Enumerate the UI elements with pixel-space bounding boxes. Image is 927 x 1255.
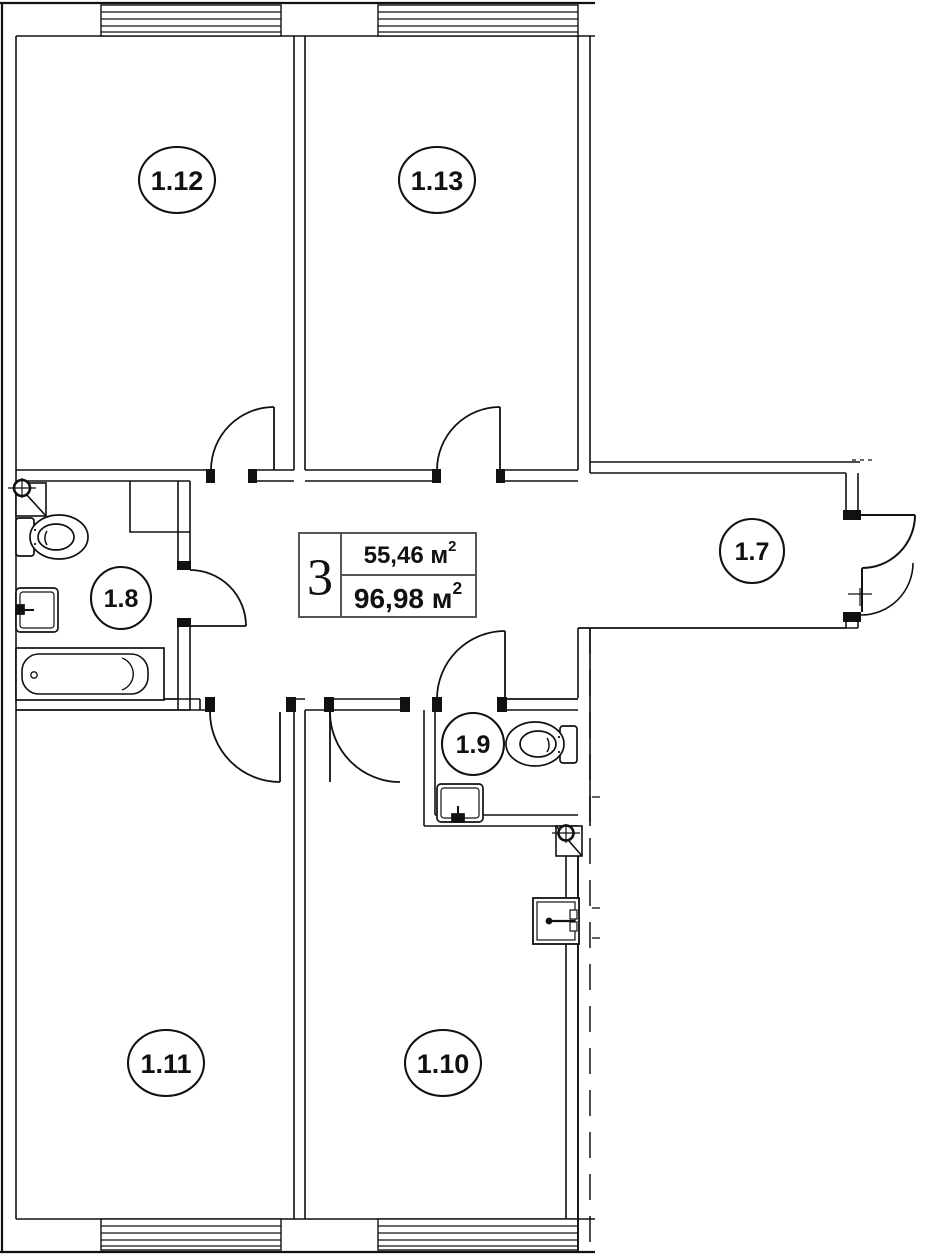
room-label-text: 1.11: [140, 1049, 191, 1079]
partition-1-12-1-13: [293, 36, 306, 470]
room-label-text: 1.10: [417, 1049, 470, 1079]
right-boundary-lines: [577, 628, 591, 1252]
door-room-1-13: [436, 406, 501, 471]
window-bottom-right: [377, 1218, 579, 1251]
walls-hall-1-7: [577, 461, 860, 698]
info-rooms-count: 3: [307, 550, 333, 607]
wall-tick-marks: [592, 796, 600, 939]
room-label-1-9: 1.9: [440, 711, 506, 777]
washbasin-bathroom-right: [436, 783, 484, 823]
structural-walls: [0, 1, 595, 1254]
room-label-1-7: 1.7: [718, 517, 786, 585]
room-label-text: 1.7: [735, 538, 770, 566]
door-room-1-11: [209, 711, 281, 783]
info-living-area: 55,46 м2: [364, 539, 457, 569]
toilet-bathroom-left: [15, 514, 89, 560]
door-jambs-entrance: [843, 510, 861, 622]
riser-valve-lower-right: [552, 824, 583, 857]
door-room-1-10: [329, 711, 401, 783]
toilet-bathroom-right: [505, 721, 578, 767]
room-label-1-13: 1.13: [397, 145, 477, 215]
wall-right-of-1-13: [577, 36, 591, 473]
room-label-1-8: 1.8: [89, 565, 153, 631]
window-bottom-left: [100, 1218, 282, 1251]
info-box: 3 55,46 м2 96,98 м2: [298, 532, 477, 618]
door-jambs-corridor-bottom: [205, 697, 507, 712]
washbasin-bathroom-left: [15, 587, 59, 633]
room-label-1-10: 1.10: [403, 1028, 483, 1098]
electrical-panel: [532, 897, 580, 945]
partition-1-11-1-10: [293, 710, 306, 1219]
window-top-left: [100, 4, 282, 37]
door-bathroom-1-9: [436, 630, 506, 700]
door-room-1-12: [210, 406, 275, 471]
room-label-text: 1.9: [456, 731, 491, 759]
room-label-text: 1.12: [151, 166, 204, 196]
room-label-text: 1.8: [104, 585, 139, 613]
room-label-text: 1.13: [411, 166, 464, 196]
bathtub-bathroom-left: [15, 647, 165, 701]
door-jambs-bathroom-1-8: [177, 561, 191, 627]
entrance-tick-marks: [848, 459, 876, 606]
entrance-door: [860, 514, 916, 616]
room-label-1-12: 1.12: [137, 145, 217, 215]
info-total-area: 96,98 м2: [354, 578, 462, 614]
door-jambs-corridor-top: [206, 469, 505, 483]
riser-valve-upper-left: [8, 478, 47, 517]
door-bathroom-1-8: [189, 569, 247, 627]
window-top-right: [377, 4, 579, 37]
room-label-1-11: 1.11: [126, 1028, 206, 1098]
